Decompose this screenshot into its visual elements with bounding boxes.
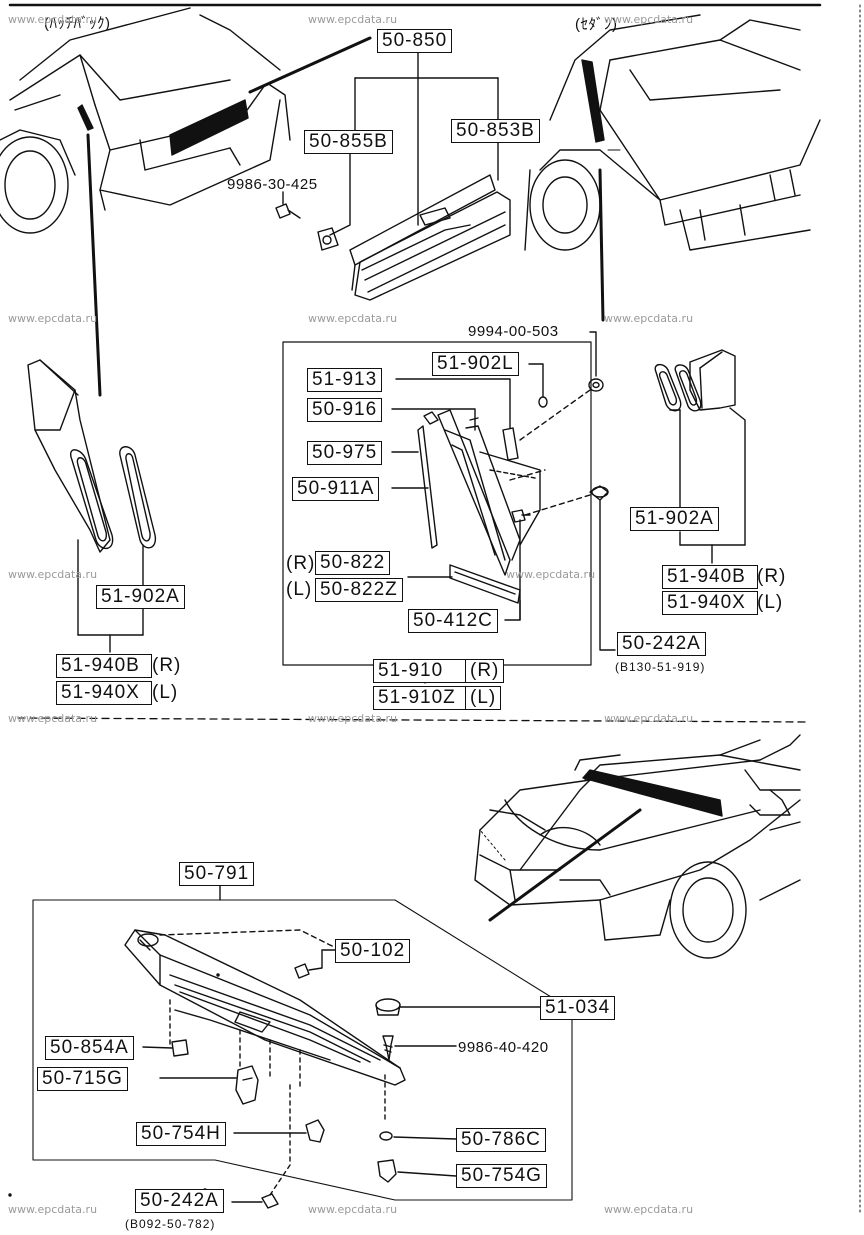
clip-50-242a-bottom <box>261 1193 279 1209</box>
part-label-51-902a-left: 51-902A <box>96 585 185 609</box>
sedan-variant-label: (ｾﾀﾞﾝ) <box>575 16 618 33</box>
watermark: www.epcdata.ru <box>8 312 98 325</box>
side-label-l-50-822z: (L) <box>286 579 313 600</box>
part-label-50-822: 50-822 <box>315 551 391 575</box>
side-label-l-51-940x-left: (L) <box>152 682 179 703</box>
bracket-50-715g <box>235 1065 259 1105</box>
part-label-50-975: 50-975 <box>307 441 383 465</box>
part-label-50-854a: 50-854A <box>45 1036 134 1060</box>
washer-51-902l <box>538 396 548 408</box>
fastener-51-913 <box>502 427 519 461</box>
part-label-51-940b-left: 51-940B <box>56 654 152 678</box>
watermark: www.epcdata.ru <box>8 13 98 26</box>
part-label-50-754g: 50-754G <box>456 1164 547 1188</box>
quarter-window-glass <box>437 409 541 576</box>
watermark: www.epcdata.ru <box>308 712 398 725</box>
part-label-9986-30-425: 9986-30-425 <box>227 176 318 193</box>
part-label-50-412c: 50-412C <box>408 609 498 633</box>
watermark: www.epcdata.ru <box>604 13 694 26</box>
part-label-50-822z: 50-822Z <box>315 578 403 602</box>
part-note-b092: (B092-50-782) <box>125 1217 216 1231</box>
part-label-50-242a-bottom: 50-242A <box>135 1189 224 1213</box>
nut-9994-00-503 <box>588 378 604 392</box>
watermark: www.epcdata.ru <box>506 568 596 581</box>
watermark: www.epcdata.ru <box>308 312 398 325</box>
stud-50-412c <box>511 509 531 523</box>
part-label-51-910z: 51-910Z <box>373 686 471 710</box>
side-label-r-50-822: (R) <box>286 553 316 574</box>
part-label-50-853b: 50-853B <box>451 119 540 143</box>
watermark: www.epcdata.ru <box>308 1203 398 1216</box>
louver-seal-left <box>119 446 157 549</box>
part-label-50-911a: 50-911A <box>292 477 380 501</box>
screw-9986-40-420 <box>382 1035 394 1061</box>
part-label-51-940b-right: 51-940B <box>662 565 758 589</box>
side-label-l-51-940x-right: (L) <box>757 592 784 613</box>
washer-50-786c <box>379 1131 393 1141</box>
watermark: www.epcdata.ru <box>8 1203 98 1216</box>
quarter-louver-left <box>27 359 114 553</box>
watermark: www.epcdata.ru <box>604 712 694 725</box>
part-label-51-913: 51-913 <box>307 368 383 392</box>
hatchback-car-illustration <box>0 7 291 234</box>
part-label-50-242a-mid: 50-242A <box>617 632 706 656</box>
side-label-r-51-940b-left: (R) <box>152 655 182 676</box>
watermark: www.epcdata.ru <box>8 568 98 581</box>
part-label-51-902a-right: 51-902A <box>630 507 719 531</box>
quarter-louver-right <box>674 349 736 412</box>
moulding-50-822 <box>449 564 521 604</box>
part-label-50-786c: 50-786C <box>456 1128 546 1152</box>
watermark: www.epcdata.ru <box>8 712 98 725</box>
clip-50-242a <box>589 485 609 501</box>
bolt-9986-30-425 <box>275 203 301 219</box>
cowl-grille-50-791 <box>124 929 406 1086</box>
part-label-50-715g: 50-715G <box>37 1067 128 1091</box>
hatchback-variant-label: (ﾊｯﾁﾊﾞｯｸ) <box>44 15 111 32</box>
part-label-51-910: 51-910 <box>373 659 471 683</box>
sedan-front-illustration <box>474 734 801 959</box>
part-label-50-916: 50-916 <box>307 398 383 422</box>
part-label-50-850: 50-850 <box>377 29 453 53</box>
watermark: www.epcdata.ru <box>604 312 694 325</box>
part-label-51-902l: 51-902L <box>432 352 519 376</box>
part-label-50-855b: 50-855B <box>304 130 393 154</box>
side-label-l-51-910: (L) <box>465 686 502 710</box>
sedan-car-illustration <box>524 14 821 251</box>
part-label-9994-00-503: 9994-00-503 <box>468 323 559 340</box>
retainer-clip-50-855b <box>317 227 339 251</box>
part-note-b130: (B130-51-919) <box>615 660 706 674</box>
part-label-50-102: 50-102 <box>335 939 411 963</box>
side-label-r-51-910: (R) <box>465 659 505 683</box>
part-label-51-940x-right: 51-940X <box>662 591 758 615</box>
watermark: www.epcdata.ru <box>308 13 398 26</box>
clip-50-754h <box>305 1119 325 1143</box>
rear-garnish-panel <box>349 174 511 301</box>
part-label-50-791: 50-791 <box>179 862 255 886</box>
side-label-r-51-940b-right: (R) <box>757 566 787 587</box>
part-label-51-940x-left: 51-940X <box>56 681 152 705</box>
nut-50-102 <box>294 963 310 979</box>
watermark: www.epcdata.ru <box>604 1203 694 1216</box>
cap-51-034 <box>375 998 401 1016</box>
part-label-9986-40-420: 9986-40-420 <box>458 1039 549 1056</box>
part-label-50-754h: 50-754H <box>136 1122 226 1146</box>
part-label-51-034: 51-034 <box>540 996 616 1020</box>
louver-seal-right <box>654 363 682 412</box>
weatherstrip-50-975 <box>417 411 439 549</box>
clip-50-854a <box>171 1039 189 1057</box>
clip-50-754g <box>377 1159 397 1183</box>
